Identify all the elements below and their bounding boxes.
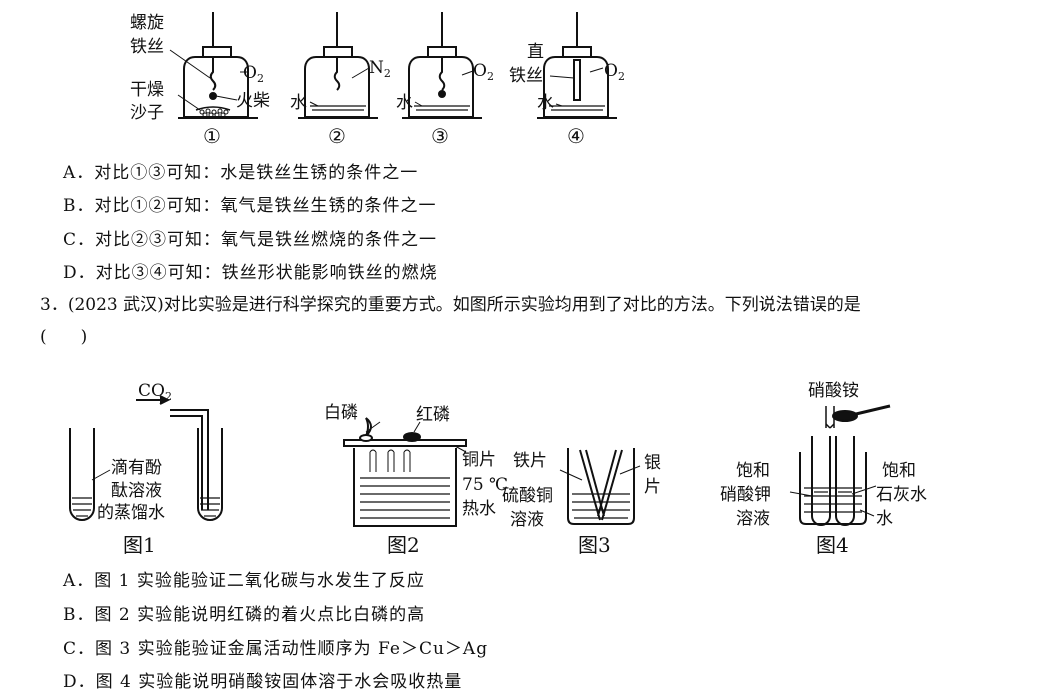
fig2-white-p-label: 白磷 <box>324 403 358 423</box>
n2-label: N2 <box>369 58 391 80</box>
fig4-caption: 图4 <box>816 533 849 557</box>
fig2-temp-label: 75 ℃ <box>462 475 508 495</box>
caption-3: ③ <box>431 124 449 148</box>
caption-4: ④ <box>567 124 585 148</box>
o2-label-3: O2 <box>473 61 494 83</box>
fig3-caption: 图3 <box>578 533 611 557</box>
fig2-caption: 图2 <box>387 533 420 557</box>
screw-wire-label-1: 螺旋 <box>130 13 164 33</box>
fig1-caption: 图1 <box>123 533 156 557</box>
q3-stem: 3．(2023 武汉)对比实验是进行科学探究的重要方式。如图所示实验均用到了对比… <box>40 295 861 315</box>
fig2-hot-water-label: 热水 <box>462 499 496 519</box>
match-label: 火柴 <box>236 91 270 111</box>
caption-1: ① <box>203 124 221 148</box>
fig3-cuso4-label-2: 溶液 <box>510 510 544 530</box>
fig4-kno3-label-2: 硝酸钾 <box>720 485 771 505</box>
fig3-silver-label-1: 银 <box>644 453 661 473</box>
jar-3 <box>408 12 474 118</box>
fig3-beaker <box>559 448 641 525</box>
q3-option-d[interactable]: D．图 4 实验能说明硝酸铵固体溶于水会吸收热量 <box>63 672 463 692</box>
fig4-lime-label-1: 饱和 <box>882 461 916 481</box>
fig4-beaker <box>789 404 891 526</box>
fig3-silver-label-2: 片 <box>644 477 661 497</box>
fig4-nh4no3-label: 硝酸铵 <box>808 381 859 401</box>
q2-option-d[interactable]: D．对比③④可知：铁丝形状能影响铁丝的燃烧 <box>63 263 438 283</box>
straight-wire-label-1: 直 <box>527 42 544 62</box>
fig1-label-line2: 酞溶液 <box>111 481 162 501</box>
q2-option-a[interactable]: A．对比①③可知：水是铁丝生锈的条件之一 <box>63 163 419 183</box>
o2-label-4: O2 <box>604 61 625 83</box>
fig2-red-p-label: 红磷 <box>416 405 450 425</box>
q2-option-b[interactable]: B．对比①②可知：氧气是铁丝生锈的条件之一 <box>63 196 437 216</box>
fig1-co2-label: CO2 <box>138 381 172 403</box>
q3-option-b[interactable]: B．图 2 实验能说明红磷的着火点比白磷的高 <box>63 605 426 625</box>
contrast-experiments-figure: CO2 滴有酚 酞溶液 的蒸馏水 图1 白磷 红磷 铜片 75 ℃ 热水 图2 … <box>69 381 927 557</box>
o2-label-1: O2 <box>243 63 264 85</box>
q2-option-c[interactable]: C．对比②③可知：氧气是铁丝燃烧的条件之一 <box>63 230 438 250</box>
fig2-beaker <box>343 417 467 527</box>
fig4-lime-label-2: 石灰水 <box>876 485 927 505</box>
fig1-tubes <box>69 395 223 521</box>
fig4-kno3-label-3: 溶液 <box>736 509 770 529</box>
water-label-4: 水 <box>537 93 554 113</box>
fig3-cuso4-label-1: 硫酸铜 <box>502 486 553 506</box>
fig2-copper-label: 铜片 <box>462 450 496 470</box>
q3-option-a[interactable]: A．图 1 实验能验证二氧化碳与水发生了反应 <box>63 571 425 591</box>
dry-sand-label-2: 沙子 <box>130 103 164 123</box>
dry-sand-label-1: 干燥 <box>130 80 164 100</box>
caption-2: ② <box>328 124 346 148</box>
iron-wire-jars-figure: 螺旋 铁丝 干燥 沙子 火柴 O2 N2 水 O2 水 直 铁丝 水 O2 ① … <box>130 12 625 148</box>
fig4-kno3-label-1: 饱和 <box>736 461 770 481</box>
fig1-label-line1: 滴有酚 <box>111 458 162 478</box>
fig1-label-line3: 的蒸馏水 <box>97 503 165 523</box>
water-label-3: 水 <box>396 93 413 113</box>
screw-wire-label-2: 铁丝 <box>130 37 164 57</box>
jar-2 <box>304 12 370 118</box>
q3-answer-blank: ( ) <box>40 327 88 347</box>
water-label-2: 水 <box>290 93 307 113</box>
fig3-iron-label: 铁片 <box>513 451 547 471</box>
fig4-water-label: 水 <box>876 509 893 529</box>
q3-option-c[interactable]: C．图 3 实验能验证金属活动性顺序为 Fe＞Cu＞Ag <box>63 639 489 659</box>
straight-wire-label-2: 铁丝 <box>509 66 543 86</box>
